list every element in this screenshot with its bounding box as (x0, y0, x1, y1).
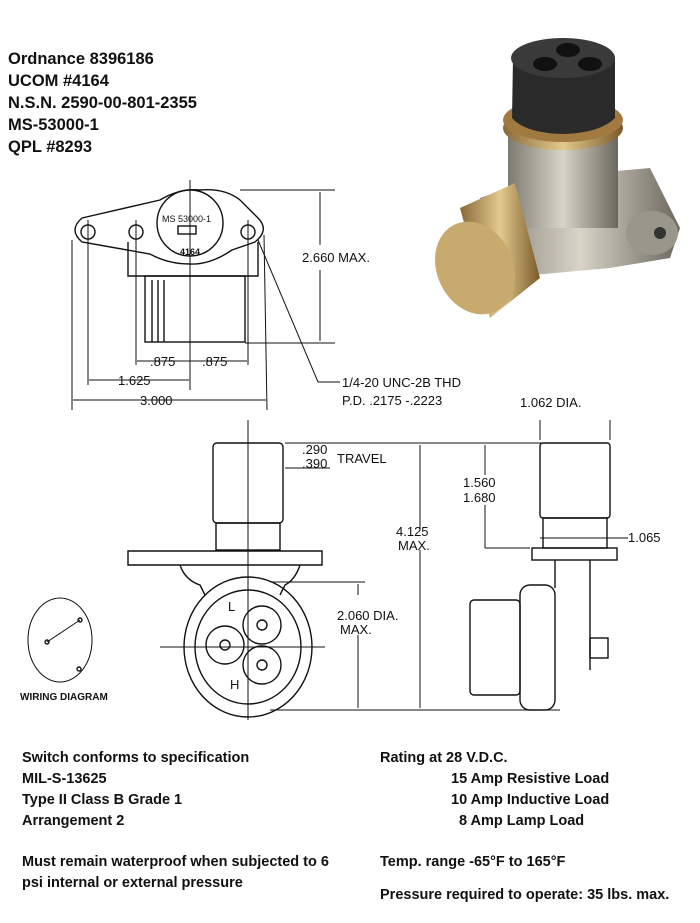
part-identifiers: Ordnance 8396186 UCOM #4164 N.S.N. 2590-… (8, 48, 197, 158)
ordnance-number: Ordnance 8396186 (8, 50, 154, 68)
wiring-diagram-label: WIRING DIAGRAM (20, 692, 108, 703)
spec-line: Switch conforms to specification (22, 750, 250, 766)
overall-height-dimension: 4.125 (396, 524, 429, 539)
spec-conformance: Switch conforms to specification MIL-S-1… (22, 748, 249, 832)
qpl-number: QPL #8293 (8, 138, 93, 156)
travel-label: TRAVEL (337, 451, 387, 466)
temperature-range: Temp. range -65°F to 165°F (380, 854, 566, 870)
offset-dimension: 1.625 (118, 373, 151, 388)
spacing-right-dimension: .875 (202, 354, 227, 369)
plunger-length-max: 1.680 (463, 490, 496, 505)
rating-lamp: 8 Amp Lamp Load (459, 813, 585, 829)
side-width-dimension: 1.065 (628, 530, 661, 545)
nsn-number: N.S.N. 2590-00-801-2355 (8, 94, 197, 112)
ms-number: MS-53000-1 (8, 116, 99, 134)
ucom-number: UCOM #4164 (8, 72, 109, 90)
thread-spec: 1/4-20 UNC-2B THD (342, 375, 461, 390)
top-view-drawing: MS 53000-1 4164 2.660 MAX. .875 .875 1.6… (71, 180, 461, 411)
terminal-l-label: L (228, 599, 235, 614)
spec-line: Type II Class B Grade 1 (22, 792, 183, 808)
travel-max: .390 (302, 456, 327, 471)
body-dia-dimension: 2.060 DIA. (337, 608, 398, 623)
plate-part-number: 4164 (180, 247, 200, 257)
switch-photo (435, 38, 680, 318)
side-dia-dimension: 1.062 DIA. (520, 395, 582, 410)
waterproof-note: Must remain waterproof when subjected to… (22, 852, 329, 894)
travel-min: .290 (302, 442, 327, 457)
plunger-length-min: 1.560 (463, 475, 496, 490)
pitch-diameter-spec: P.D. .2175 -.2223 (342, 393, 442, 408)
plate-text: MS 53000-1 (162, 214, 211, 224)
rating-title: Rating at 28 V.D.C. (380, 750, 508, 766)
waterproof-line: Must remain waterproof when subjected to… (22, 854, 329, 870)
body-dia-note: MAX. (340, 622, 372, 637)
spec-line: MIL-S-13625 (22, 771, 107, 787)
width-dimension: 3.000 (140, 393, 173, 408)
terminal-h-label: H (230, 677, 239, 692)
overall-height-note: MAX. (398, 538, 430, 553)
waterproof-line: psi internal or external pressure (22, 875, 243, 891)
rating-inductive: 10 Amp Inductive Load (451, 792, 610, 808)
operating-pressure: Pressure required to operate: 35 lbs. ma… (380, 887, 670, 903)
spacing-left-dimension: .875 (150, 354, 175, 369)
rating-resistive: 15 Amp Resistive Load (451, 771, 610, 787)
top-height-dimension: 2.660 MAX. (302, 250, 370, 265)
spec-line: Arrangement 2 (22, 813, 125, 829)
front-side-drawing: .290 .390 TRAVEL 4.125 MAX. 2.060 DIA. M… (20, 420, 661, 720)
